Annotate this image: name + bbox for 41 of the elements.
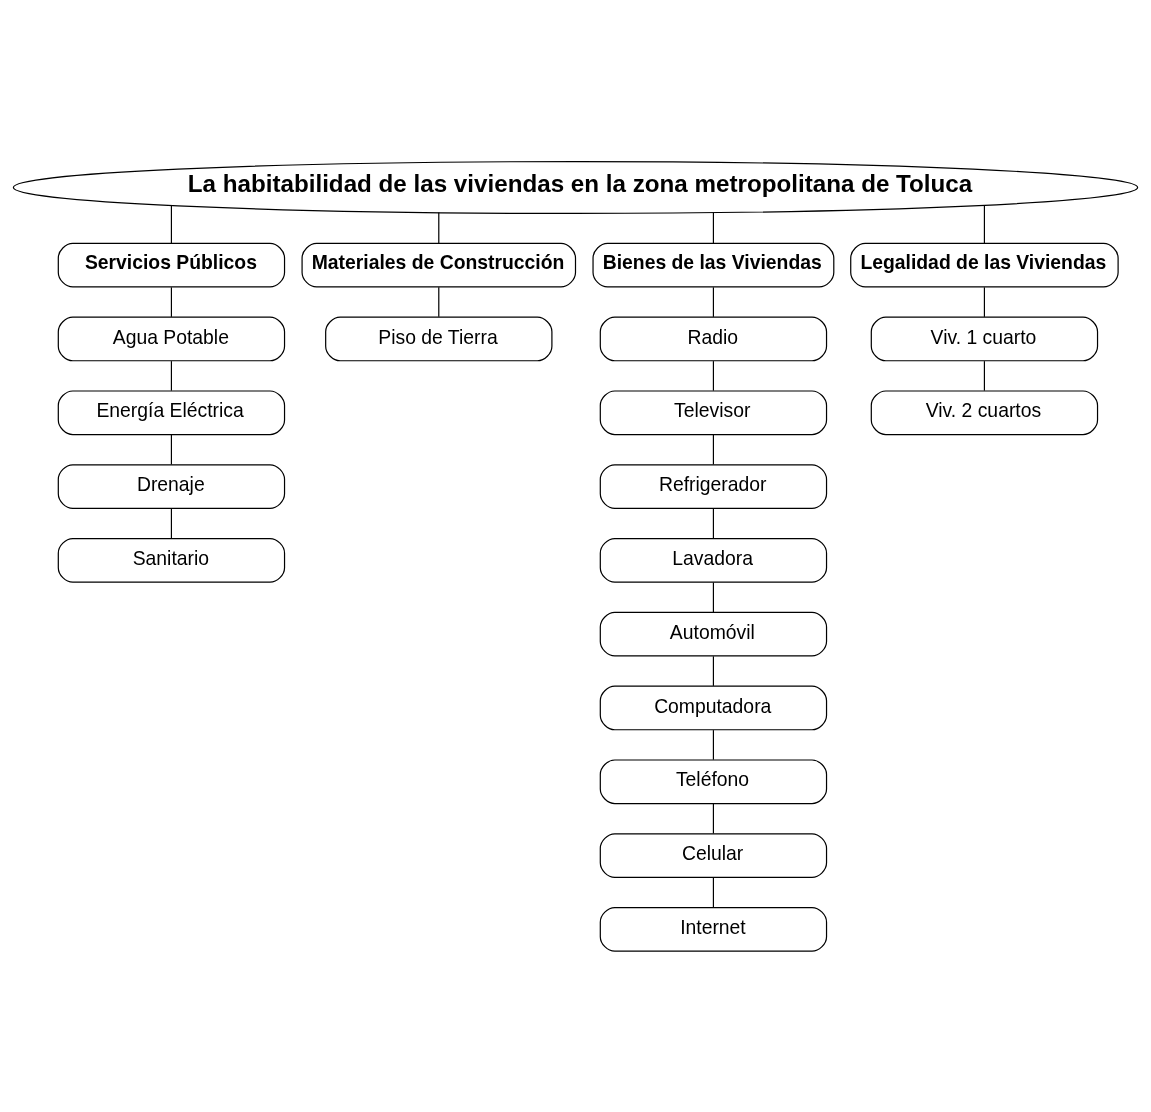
node-box: Refrigerador — [599, 463, 828, 509]
connector — [170, 286, 173, 317]
node-box: Servicios Públicos — [57, 242, 286, 288]
connector — [170, 360, 173, 391]
connector — [712, 876, 715, 908]
connector — [712, 286, 715, 317]
node-box: Televisor — [599, 389, 828, 435]
connector — [712, 581, 715, 613]
node-box: Teléfono — [599, 758, 828, 804]
node-box: Viv. 1 cuarto — [870, 316, 1099, 361]
connector — [170, 433, 173, 465]
connector — [712, 433, 715, 465]
node-box: Bienes de las Viviendas — [592, 242, 835, 288]
node-box: Radio — [599, 316, 828, 361]
node-box: Viv. 2 cuartos — [870, 389, 1099, 435]
connector — [712, 729, 715, 760]
connector — [170, 204, 173, 244]
node-box: Lavadora — [599, 537, 828, 583]
connector — [712, 802, 715, 834]
connector — [712, 211, 715, 244]
connector — [983, 360, 986, 391]
connector — [712, 655, 715, 686]
node-box: Internet — [599, 906, 828, 952]
connector — [438, 211, 440, 244]
connector — [983, 204, 986, 244]
node-box: Drenaje — [57, 463, 286, 509]
node-box: Agua Potable — [57, 316, 286, 361]
node-box: Piso de Tierra — [325, 316, 553, 361]
node-ellipse: La habitabilidad de las viviendas en la zona metropolitana de Toluca — [12, 160, 1139, 214]
node-box: Celular — [599, 832, 828, 878]
node-box: Materiales de Construcción — [301, 242, 577, 288]
node-box: Legalidad de las Viviendas — [850, 242, 1119, 288]
connector — [170, 507, 173, 539]
connector — [438, 286, 440, 317]
node-box: Sanitario — [57, 537, 286, 583]
connector — [983, 286, 986, 317]
connector — [712, 507, 715, 539]
node-box: Automóvil — [599, 611, 828, 657]
node-box: Computadora — [599, 685, 828, 730]
connector — [712, 360, 715, 391]
node-box: Energía Eléctrica — [57, 389, 286, 435]
